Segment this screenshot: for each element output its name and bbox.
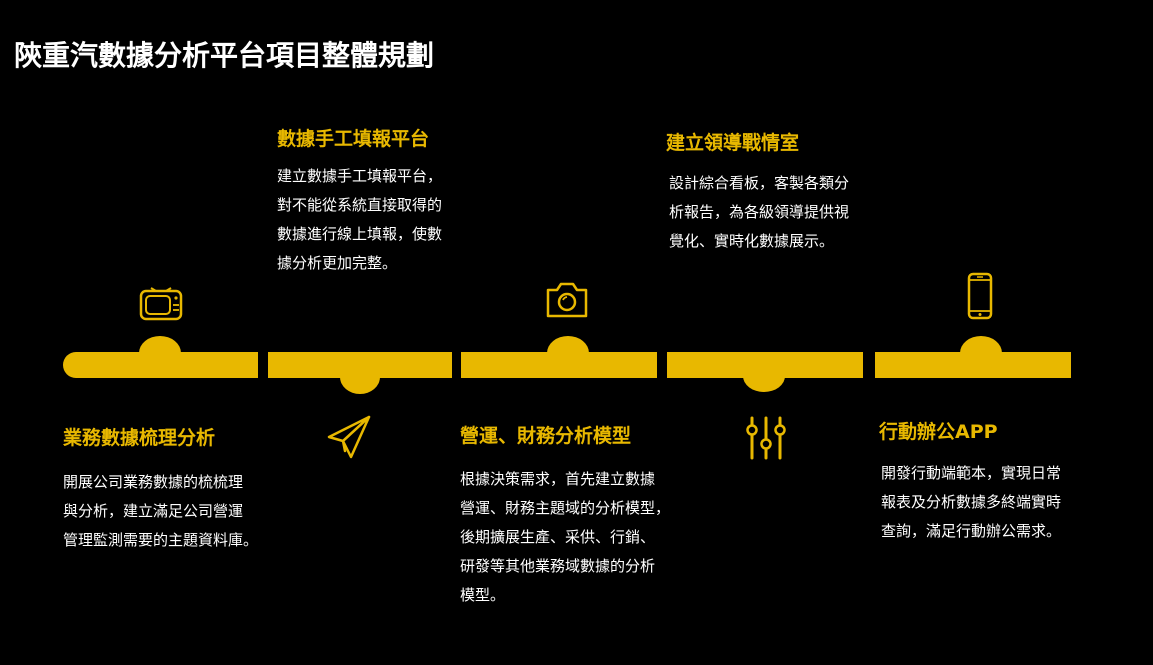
paper-plane-icon <box>325 413 373 461</box>
stage-4-title: 建立領導戰情室 <box>666 132 800 154</box>
camera-icon <box>544 280 590 320</box>
stage-1-title: 業務數據梳理分析 <box>63 427 216 449</box>
sliders-icon <box>744 414 790 462</box>
mobile-phone-icon <box>966 272 994 320</box>
timeline-bump-2 <box>340 360 380 394</box>
timeline-bump-3 <box>547 336 589 370</box>
stage-3-description: 根據決策需求，首先建立數據 營運、財務主題域的分析模型， 後期擴展生產、采供、行… <box>460 470 671 604</box>
stage-5-description: 開發行動端範本，實現日常 報表及分析數據多終端實時 查詢，滿足行動辦公需求。 <box>881 464 1062 540</box>
stage-3-title: 營運、財務分析模型 <box>460 425 632 447</box>
stage-4-description: 設計綜合看板，客製各類分 析報告，為各級領導提供視 覺化、實時化數據展示。 <box>669 174 850 250</box>
stage-5-title: 行動辦公APP <box>879 421 998 443</box>
timeline-bump-4 <box>743 360 785 392</box>
timeline-bump-1 <box>139 336 181 370</box>
stage-1-description: 開展公司業務數據的梳梳理 與分析，建立滿足公司營運 管理監測需要的主題資料庫。 <box>63 473 259 549</box>
timeline-bump-5 <box>960 336 1002 370</box>
page-title: 陝重汽數據分析平台項目整體規劃 <box>14 39 435 72</box>
stage-2-description: 建立數據手工填報平台， 對不能從系統直接取得的 數據進行線上填報，使數 據分析更… <box>277 167 443 272</box>
tv-icon <box>139 287 185 323</box>
stage-2-title: 數據手工填報平台 <box>277 128 430 150</box>
